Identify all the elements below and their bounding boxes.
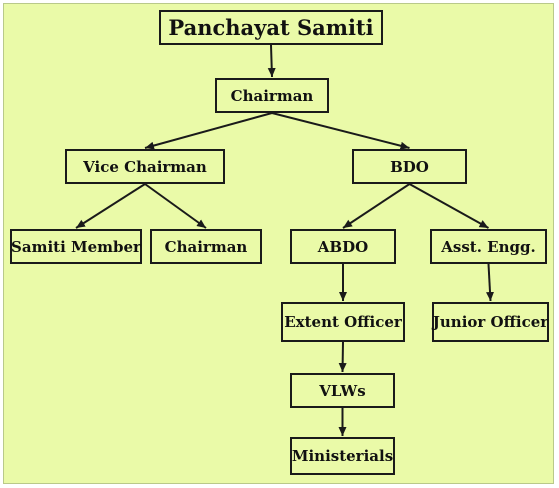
node-extent-officer: Extent Officer [281,302,405,342]
node-panchayat-samiti: Panchayat Samiti [159,10,383,45]
edge-vice-to-chairman2 [144,183,207,229]
node-chairman-2: Chairman [150,229,262,264]
node-asst-engg: Asst. Engg. [430,229,547,264]
node-abdo: ABDO [290,229,396,264]
node-chairman: Chairman [215,78,329,113]
edge-bdo-to-engg [409,183,489,229]
edge-engg-to-junior [486,263,495,302]
edge-chairman-to-bdo [271,112,410,150]
edge-chairman-to-vice [144,112,273,150]
node-ministerials: Ministerials [290,437,395,475]
edge-bdo-to-abdo [342,183,411,229]
edge-panchayat-to-chairman [267,44,276,78]
node-vlws: VLWs [290,373,395,408]
node-vice-chairman: Vice Chairman [65,149,225,184]
node-samiti-member: Samiti Member [10,229,142,264]
edge-extent-to-vlws [338,341,347,373]
node-junior-officer: Junior Officer [432,302,549,342]
node-bdo: BDO [352,149,467,184]
edge-vice-to-member [75,183,146,229]
